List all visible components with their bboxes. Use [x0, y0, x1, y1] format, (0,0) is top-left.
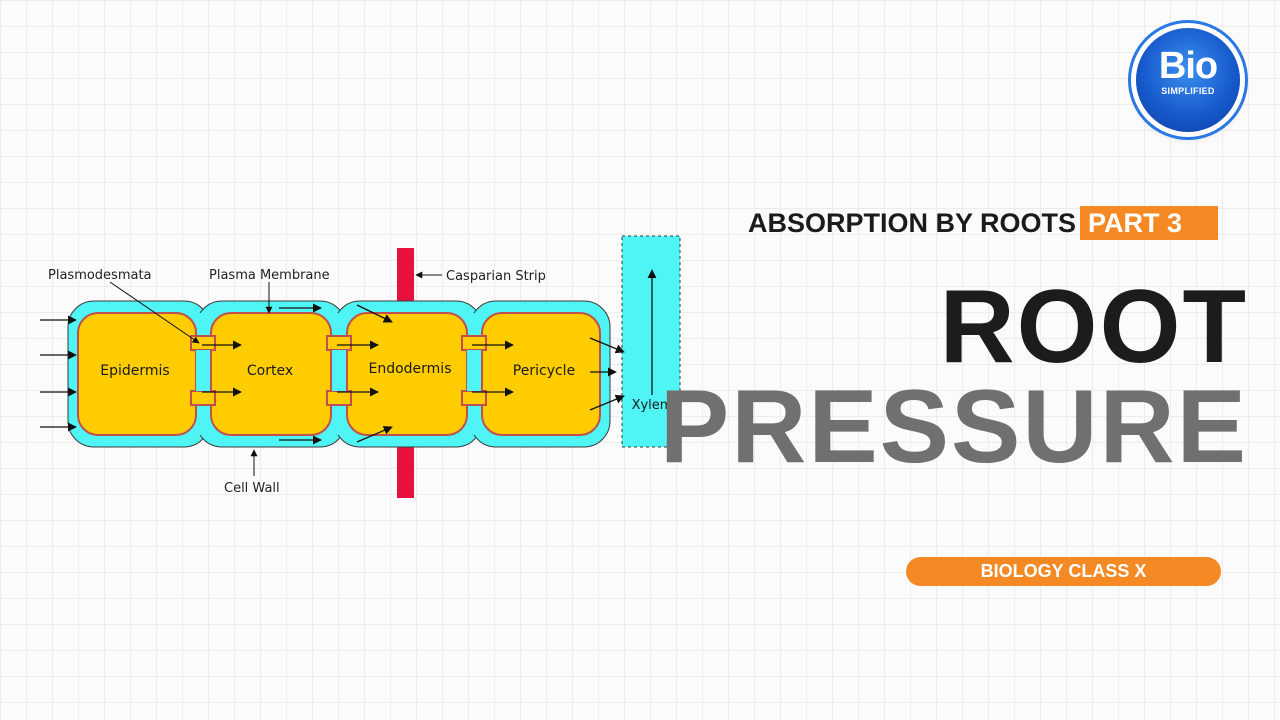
subtitle-text: ABSORPTION BY ROOTS	[748, 208, 1077, 238]
epidermis-label: Epidermis	[100, 363, 169, 379]
class-badge: BIOLOGY CLASS X	[906, 557, 1221, 586]
part-tag: PART 3	[1080, 206, 1219, 240]
logo-main-text: Bio	[1158, 45, 1218, 87]
water-flow-arrows	[40, 269, 657, 445]
casparian-strip-label: Casparian Strip	[446, 269, 546, 284]
cell-wall-label: Cell Wall	[224, 481, 280, 496]
plasma-membrane-label: Plasma Membrane	[209, 268, 330, 283]
annotation-leaders	[109, 271, 442, 476]
xylem-label: Xylem	[632, 398, 673, 413]
bio-simplified-logo: Bio SIMPLIFIED	[1136, 28, 1240, 132]
pericycle-label: Pericycle	[513, 363, 575, 379]
cortex-label: Cortex	[247, 363, 293, 379]
title-line-1: ROOT	[939, 269, 1248, 385]
endodermis-label: Endodermis	[368, 361, 451, 377]
title-line-2: PRESSURE	[659, 369, 1248, 485]
logo-sub-text: SIMPLIFIED	[1161, 86, 1215, 96]
root-absorption-diagram: Epidermis Cortex Endodermis Pericycle Xy…	[40, 235, 681, 498]
plasmodesmata-bridges	[190, 335, 487, 406]
plasmodesmata-label: Plasmodesmata	[48, 268, 152, 283]
